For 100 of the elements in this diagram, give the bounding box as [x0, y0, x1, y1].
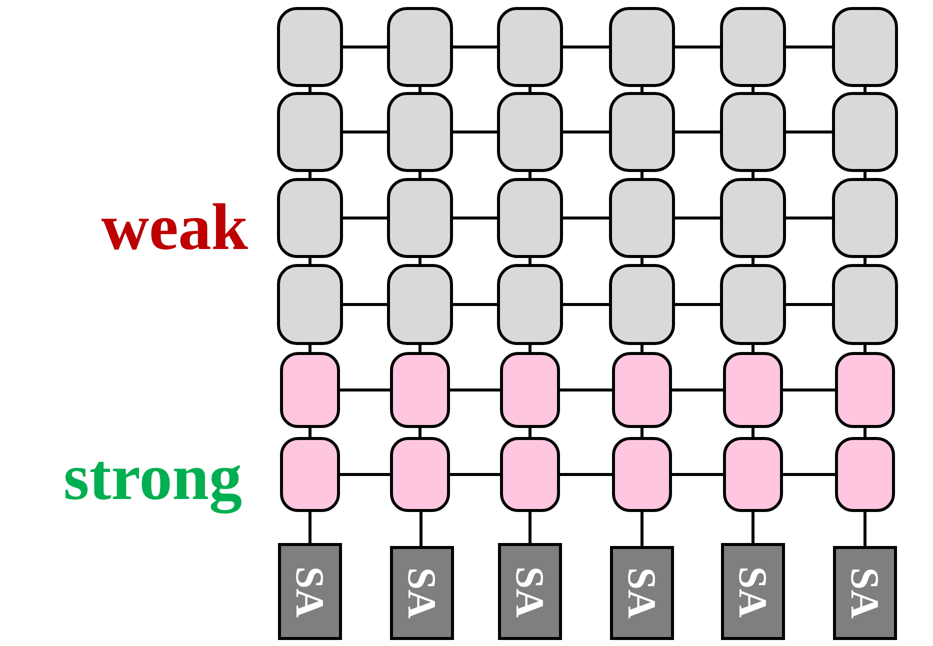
memory-cell: [835, 352, 895, 428]
connection-line: [528, 172, 532, 178]
memory-cell: [277, 178, 343, 258]
row-group-label: weak: [101, 195, 248, 261]
connection-line: [786, 303, 832, 306]
connection-line: [672, 473, 723, 476]
connection-line: [752, 172, 754, 178]
sense-amplifier-box: [721, 543, 785, 640]
memory-cell: [832, 178, 898, 258]
memory-cell: [387, 92, 453, 172]
memory-cell: [387, 178, 453, 258]
memory-cell: [497, 264, 563, 345]
memory-cell: [500, 437, 560, 512]
connection-line: [308, 345, 312, 352]
amplifier-label: SA: [402, 567, 442, 619]
connection-line: [563, 303, 609, 306]
memory-cell: [387, 264, 453, 345]
connection-line: [640, 345, 644, 352]
connection-line: [420, 512, 422, 546]
connection-line: [786, 130, 832, 134]
memory-cell: [277, 92, 343, 172]
connection-line: [563, 216, 609, 220]
memory-cell: [723, 437, 783, 512]
connection-line: [752, 87, 754, 92]
memory-cell: [390, 437, 450, 512]
connection-line: [675, 46, 720, 48]
connection-line: [752, 345, 754, 352]
memory-cell: [280, 437, 340, 512]
memory-cell: [390, 352, 450, 428]
connection-line: [308, 512, 312, 543]
memory-cell: [723, 352, 783, 428]
connection-line: [563, 46, 609, 48]
memory-cell: [609, 264, 675, 345]
connection-line: [343, 216, 387, 220]
amplifier-label: SA: [290, 566, 330, 618]
sense-amplifier-box: [610, 546, 674, 640]
connection-line: [418, 172, 422, 178]
connection-line: [783, 473, 835, 476]
memory-cell: [720, 178, 786, 258]
connection-line: [528, 345, 532, 352]
connection-line: [640, 512, 644, 546]
connection-line: [640, 428, 644, 437]
connection-line: [675, 216, 720, 220]
connection-line: [453, 46, 497, 48]
connection-line: [563, 130, 609, 134]
connection-line: [752, 512, 754, 543]
connection-line: [418, 258, 422, 264]
connection-line: [343, 303, 387, 306]
sense-amplifier-box: [498, 543, 562, 640]
connection-line: [675, 303, 720, 306]
memory-cell: [612, 437, 672, 512]
connection-line: [450, 473, 500, 476]
connection-line: [640, 172, 644, 178]
connection-line: [864, 258, 866, 264]
memory-cell: [720, 92, 786, 172]
connection-line: [864, 428, 866, 437]
connection-line: [418, 87, 422, 92]
memory-cell: [500, 352, 560, 428]
connection-line: [864, 345, 866, 352]
memory-cell: [280, 352, 340, 428]
connection-line: [560, 473, 612, 476]
connection-line: [786, 216, 832, 220]
connection-line: [560, 388, 612, 392]
connection-line: [864, 172, 866, 178]
memory-cell: [609, 178, 675, 258]
sense-amplifier-box: [390, 546, 454, 640]
connection-line: [752, 258, 754, 264]
connection-line: [864, 512, 866, 546]
connection-line: [528, 512, 532, 543]
connection-line: [343, 46, 387, 48]
connection-line: [453, 216, 497, 220]
connection-line: [308, 87, 312, 92]
connection-line: [453, 303, 497, 306]
amplifier-label: SA: [733, 566, 773, 618]
connection-line: [343, 130, 387, 134]
memory-cell: [609, 7, 675, 87]
amplifier-label: SA: [845, 567, 885, 619]
memory-cell: [497, 92, 563, 172]
connection-line: [308, 258, 312, 264]
connection-line: [675, 130, 720, 134]
connection-line: [528, 428, 532, 437]
memory-cell: [720, 7, 786, 87]
amplifier-label: SA: [622, 567, 662, 619]
connection-line: [528, 258, 532, 264]
memory-cell: [720, 264, 786, 345]
connection-line: [528, 87, 532, 92]
memory-cell: [832, 7, 898, 87]
memory-cell: [832, 264, 898, 345]
connection-line: [783, 388, 835, 392]
connection-line: [340, 473, 390, 476]
connection-line: [640, 258, 644, 264]
connection-line: [418, 345, 422, 352]
connection-line: [672, 388, 723, 392]
connection-line: [640, 87, 644, 92]
memory-cell: [609, 92, 675, 172]
connection-line: [786, 46, 832, 48]
connection-line: [450, 388, 500, 392]
memory-cell: [277, 264, 343, 345]
memory-cell: [835, 437, 895, 512]
memory-cell: [497, 7, 563, 87]
